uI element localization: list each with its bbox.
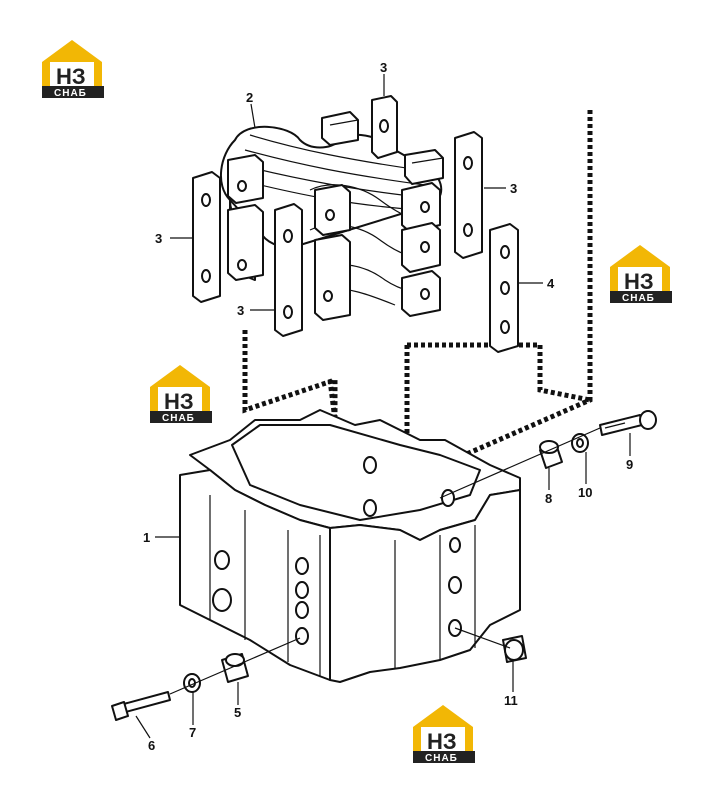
callout-3-mid: 3 bbox=[237, 303, 244, 318]
svg-text:СНАБ: СНАБ bbox=[162, 413, 195, 424]
block bbox=[401, 182, 441, 233]
callout-3-top: 3 bbox=[380, 60, 387, 75]
spacer-blocks bbox=[227, 111, 444, 321]
callout-8: 8 bbox=[545, 491, 552, 506]
callout-11: 11 bbox=[504, 693, 518, 708]
bolt-part-6 bbox=[111, 691, 171, 721]
bracket-3-left bbox=[192, 171, 221, 303]
callout-labels: 1 2 3 3 3 3 4 5 6 7 8 9 10 11 bbox=[143, 60, 633, 753]
svg-text:НЗ: НЗ bbox=[56, 64, 86, 89]
bracket-3-mid bbox=[274, 203, 303, 337]
callout-3-right: 3 bbox=[510, 181, 517, 196]
callout-9: 9 bbox=[626, 457, 633, 472]
svg-text:НЗ: НЗ bbox=[427, 729, 457, 754]
block bbox=[401, 270, 441, 317]
leader-lines bbox=[135, 74, 631, 739]
watermark-logo: НЗ СНАБ bbox=[413, 705, 475, 764]
bracket-3-top bbox=[371, 95, 398, 159]
callout-7: 7 bbox=[189, 725, 196, 740]
block bbox=[401, 222, 441, 273]
fasteners bbox=[111, 410, 657, 721]
block bbox=[227, 154, 264, 204]
callout-1: 1 bbox=[143, 530, 150, 545]
bracket-4 bbox=[489, 223, 519, 353]
watermark-logo: НЗ СНАБ bbox=[610, 245, 672, 304]
callout-10: 10 bbox=[578, 485, 592, 500]
watermark-logo: НЗ СНАБ bbox=[42, 40, 104, 99]
callout-2: 2 bbox=[246, 90, 253, 105]
callout-5: 5 bbox=[234, 705, 241, 720]
sleeve-part-8 bbox=[539, 440, 563, 469]
block bbox=[314, 234, 351, 321]
svg-text:НЗ: НЗ bbox=[624, 269, 654, 294]
sleeve-part-5 bbox=[221, 653, 249, 683]
svg-text:СНАБ: СНАБ bbox=[425, 753, 458, 764]
callout-4: 4 bbox=[547, 276, 555, 291]
callout-3-left: 3 bbox=[155, 231, 162, 246]
block bbox=[404, 149, 444, 185]
washer-part-7 bbox=[183, 673, 201, 693]
brackets bbox=[192, 95, 519, 353]
block bbox=[227, 204, 264, 281]
block bbox=[321, 111, 359, 146]
bracket-3-right bbox=[454, 131, 483, 259]
svg-text:СНАБ: СНАБ bbox=[54, 88, 87, 99]
bolt-part-9 bbox=[599, 410, 657, 436]
block bbox=[314, 184, 351, 236]
callout-6: 6 bbox=[148, 738, 155, 753]
svg-text:НЗ: НЗ bbox=[164, 389, 194, 414]
watermark-logo: НЗ СНАБ bbox=[150, 365, 212, 424]
svg-text:СНАБ: СНАБ bbox=[622, 293, 655, 304]
cap-part-11 bbox=[502, 635, 527, 663]
